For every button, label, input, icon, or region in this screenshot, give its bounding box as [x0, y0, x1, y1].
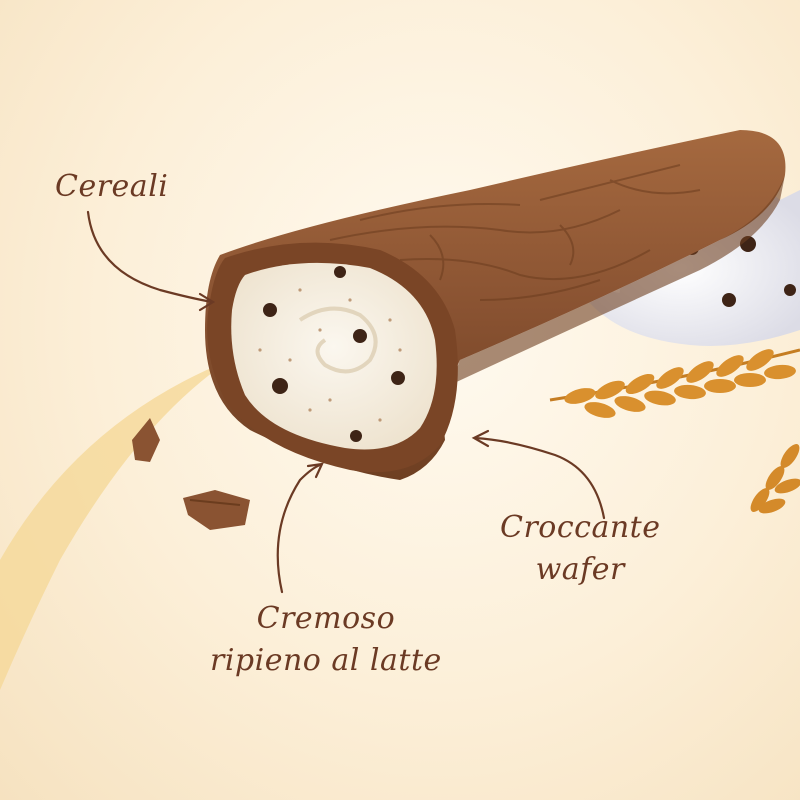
cream-filling: [231, 262, 437, 450]
background-swoosh: [0, 360, 230, 690]
arrow-croccante: [473, 436, 606, 520]
label-cremoso-ripieno: Cremoso ripieno al latte: [210, 598, 442, 682]
label-croccante-wafer: Croccante wafer: [500, 507, 660, 591]
annotation-arrows: [86, 210, 606, 594]
arrow-cereali: [86, 210, 214, 304]
arrow-cremoso: [276, 463, 322, 594]
wafer-crumbs: [132, 418, 250, 530]
label-cereali: Cereali: [55, 169, 169, 204]
wheat-ears: [549, 348, 800, 514]
label-croccante-line2: wafer: [535, 552, 625, 587]
label-cremoso-line1: Cremoso: [256, 601, 396, 636]
label-cremoso-line2: ripieno al latte: [210, 643, 442, 678]
label-croccante-line1: Croccante: [500, 510, 661, 545]
